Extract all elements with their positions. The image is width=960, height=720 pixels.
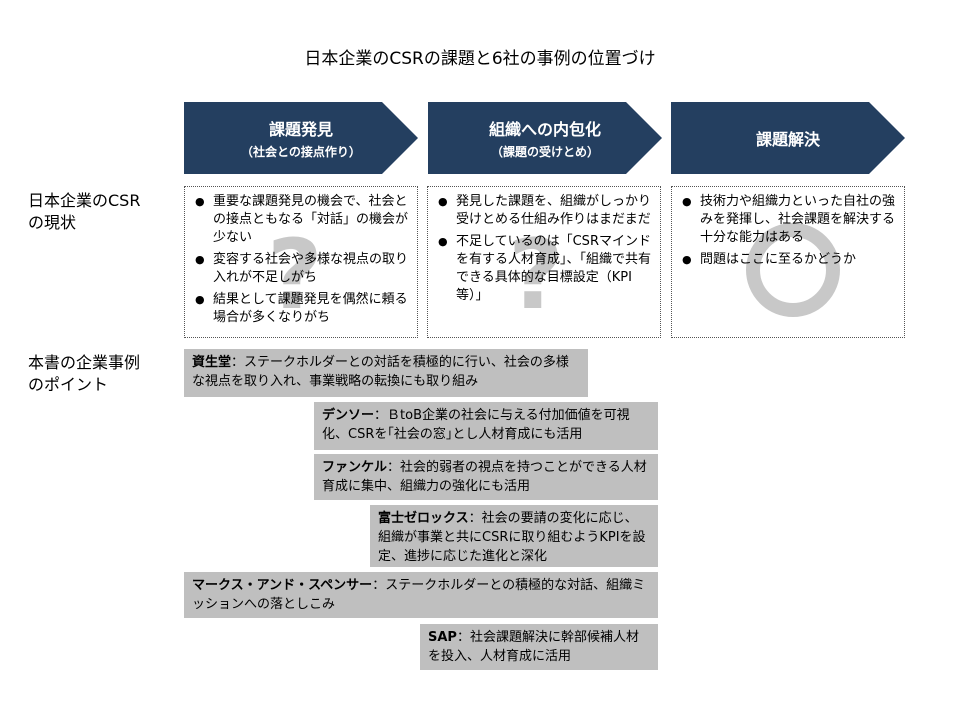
status-box-solution: 技術力や組織力といった自社の強みを発揮し、社会課題を解決する十分な能力はある 問… bbox=[671, 186, 905, 338]
bullet-item: 重要な課題発見の機会で、社会との接点ともなる「対話」の機会が少ない bbox=[193, 193, 411, 247]
case-marks-and-spencer: マークス・アンド・スペンサー：ステークホルダーとの積極的な対話、組織ミッションへ… bbox=[184, 572, 658, 618]
stage-subtitle: （課題の受けとめ） bbox=[490, 145, 599, 159]
company-name: ファンケル bbox=[322, 460, 388, 475]
row-label-current: 日本企業のCSR の現状 bbox=[28, 190, 140, 234]
case-fujixerox: 富士ゼロックス：社会の要請の変化に応じ、組織が事業と共にCSRに取り組むようKP… bbox=[370, 505, 658, 567]
company-name: SAP bbox=[428, 630, 457, 645]
company-name: デンソー bbox=[322, 408, 375, 423]
bullet-item: 不足しているのは「CSRマインドを有する人材育成」、「組織で共有できる具体的な目… bbox=[436, 233, 654, 305]
status-box-internalization: ? 発見した課題を、組織がしっかり受けとめる仕組み作りはまだまだ 不足しているの… bbox=[427, 186, 661, 338]
stage-arrow-discovery: 課題発見 （社会との接点作り） bbox=[184, 102, 418, 174]
separator: ： bbox=[387, 460, 401, 475]
row-label-line: 本書の企業事例 bbox=[28, 353, 141, 372]
company-name: マークス・アンド・スペンサー bbox=[192, 578, 373, 593]
case-description: ステークホルダーとの積極的な対話、組織ミッションへの落としこみ bbox=[192, 578, 646, 612]
bullet-item: 問題はここに至るかどうか bbox=[680, 251, 898, 269]
row-label-line: のポイント bbox=[28, 375, 109, 394]
stage-arrow-internalization: 組織への内包化 （課題の受けとめ） bbox=[428, 102, 662, 174]
case-description: 社会課題解決に幹部候補人材を投入、人材育成に活用 bbox=[428, 630, 639, 664]
row-label-cases: 本書の企業事例 のポイント bbox=[28, 352, 140, 396]
bullet-item: 技術力や組織力といった自社の強みを発揮し、社会課題を解決する十分な能力はある bbox=[680, 193, 898, 247]
case-description: ステークホルダーとの対話を積極的に行い、社会の多様な視点を取り入れ、事業戦略の転… bbox=[192, 355, 569, 389]
bullet-item: 変容する社会や多様な視点の取り入れが不足しがち bbox=[193, 251, 411, 287]
bullet-item: 発見した課題を、組織がしっかり受けとめる仕組み作りはまだまだ bbox=[436, 193, 654, 229]
row-label-line: の現状 bbox=[28, 213, 77, 232]
separator: ： bbox=[372, 578, 386, 593]
company-name: 資生堂 bbox=[192, 355, 232, 370]
arrow-shape bbox=[184, 102, 418, 174]
diagram-title: 日本企業のCSRの課題と6社の事例の位置づけ bbox=[304, 49, 656, 69]
stage-title: 課題解決 bbox=[755, 130, 820, 149]
row-label-line: 日本企業のCSR bbox=[28, 191, 141, 210]
stage-title: 課題発見 bbox=[268, 120, 333, 139]
arrow-shape bbox=[428, 102, 662, 174]
bullet-item: 結果として課題発見を偶然に頼る場合が多くなりがち bbox=[193, 291, 411, 327]
separator: ： bbox=[231, 355, 245, 370]
case-denso: デンソー：ＢtoB企業の社会に与える付加価値を可視化、CSRを｢社会の窓｣とし人… bbox=[314, 402, 658, 450]
company-name: 富士ゼロックス bbox=[378, 511, 469, 526]
stage-subtitle: （社会との接点作り） bbox=[241, 145, 361, 159]
case-shiseido: 資生堂：ステークホルダーとの対話を積極的に行い、社会の多様な視点を取り入れ、事業… bbox=[184, 349, 588, 397]
case-fancl: ファンケル：社会的弱者の視点を持つことができる人材育成に集中、組織力の強化にも活… bbox=[314, 454, 658, 500]
arrow-shape bbox=[671, 102, 905, 174]
case-description: 社会的弱者の視点を持つことができる人材育成に集中、組織力の強化にも活用 bbox=[322, 460, 647, 494]
stage-title: 組織への内包化 bbox=[488, 120, 601, 139]
separator: ： bbox=[374, 408, 388, 423]
case-description: ＢtoB企業の社会に与える付加価値を可視化、CSRを｢社会の窓｣とし人材育成にも… bbox=[322, 408, 630, 442]
case-description: 社会の要請の変化に応じ、組織が事業と共にCSRに取り組むようKPIを設定、進捗に… bbox=[378, 511, 646, 564]
case-sap: SAP：社会課題解決に幹部候補人材を投入、人材育成に活用 bbox=[420, 624, 658, 670]
stage-arrow-solution: 課題解決 bbox=[671, 102, 905, 174]
status-box-discovery: ? ? 重要な課題発見の機会で、社会との接点ともなる「対話」の機会が少ない 変容… bbox=[184, 186, 418, 338]
separator: ： bbox=[456, 630, 470, 645]
separator: ： bbox=[468, 511, 482, 526]
